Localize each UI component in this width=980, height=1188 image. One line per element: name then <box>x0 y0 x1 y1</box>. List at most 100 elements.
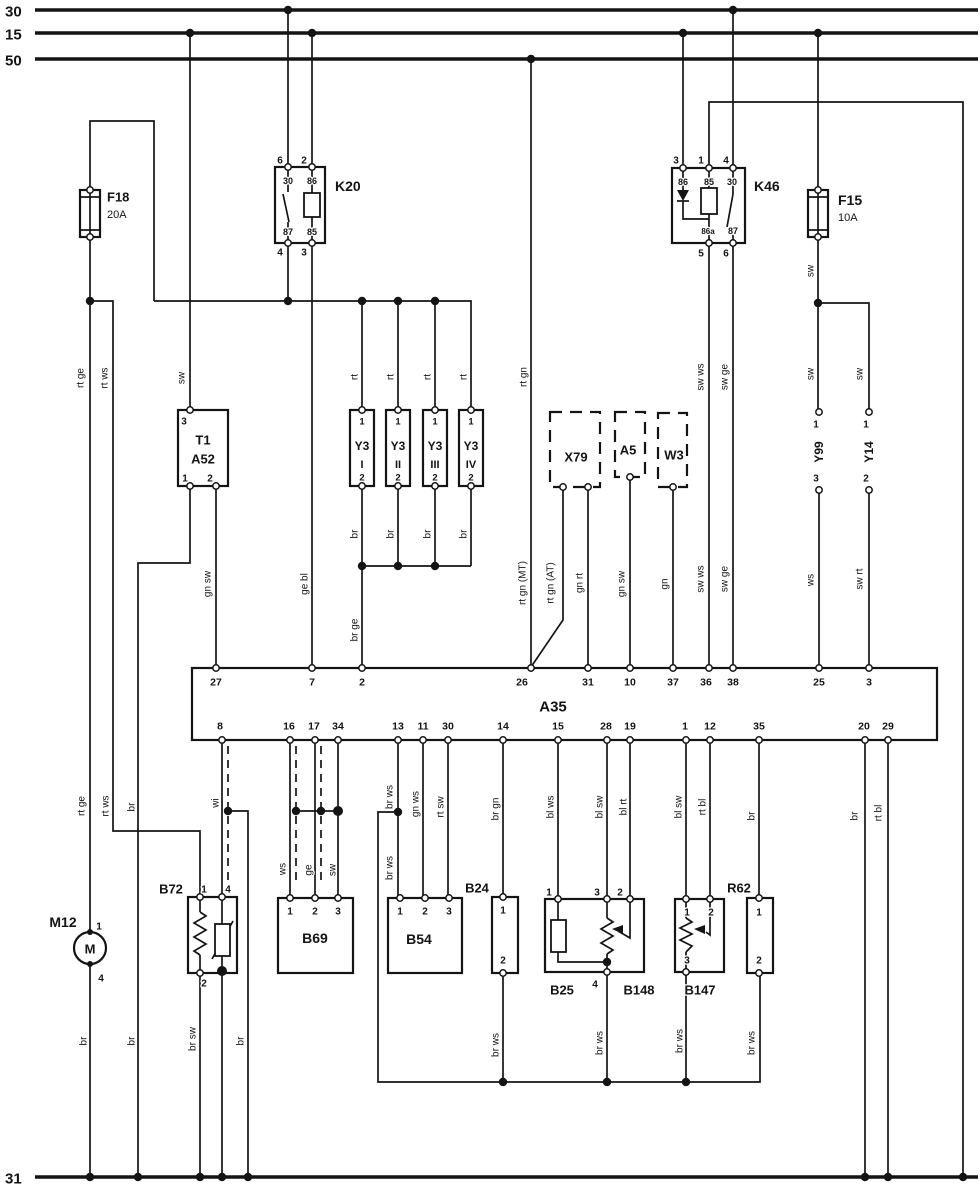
wire-label-br-ws-6: br ws <box>747 1031 758 1055</box>
junction-dot <box>185 28 195 38</box>
pin-connector <box>815 664 823 672</box>
wire-label-br-9: br <box>127 1036 138 1046</box>
comp-label-r62: R62 <box>727 881 751 896</box>
pin-connector <box>755 736 763 744</box>
wire <box>137 486 191 1177</box>
pin-connector <box>394 482 402 490</box>
k20-pin-3: 3 <box>301 248 307 259</box>
wire-label-br-4: br <box>459 529 470 539</box>
b147-pin-2: 2 <box>708 908 714 919</box>
wire <box>228 810 249 1177</box>
a35-pin-26: 26 <box>516 677 528 689</box>
wire <box>530 487 564 668</box>
k20-pin-6: 6 <box>277 156 283 167</box>
k46-pin-1: 1 <box>698 156 704 167</box>
pin-connector <box>603 895 611 903</box>
pin-connector <box>729 239 737 247</box>
pin-connector <box>584 664 592 672</box>
pin-connector <box>394 736 402 744</box>
k20-int-86: 86 <box>307 176 317 186</box>
pin-connector <box>358 664 366 672</box>
wire-label-gn-rt: gn rt <box>575 573 586 593</box>
b147-pin-3: 3 <box>684 956 690 967</box>
wire-label-bl-ws: bl ws <box>546 796 557 819</box>
junction-dots <box>85 5 968 1182</box>
y14-pin-2: 2 <box>863 474 869 485</box>
wire-label-br-ws-4: br ws <box>595 1031 606 1055</box>
wire-label-rt-4: rt <box>459 374 470 380</box>
wire-label-rt-gn: rt gn <box>519 367 530 387</box>
wire-label-br-ws-1: br ws <box>385 785 396 809</box>
pin-connector <box>554 895 562 903</box>
comp-label-y3-3-iii: III <box>430 459 439 471</box>
wire <box>154 300 472 410</box>
pin-connector <box>669 483 677 491</box>
junction-dot <box>498 1077 508 1087</box>
junction-dot <box>283 5 293 15</box>
k46-coil <box>700 187 718 215</box>
k46-int-85: 85 <box>704 177 714 187</box>
pin-connector <box>865 408 873 416</box>
pin-connector <box>394 406 402 414</box>
pin-connector <box>584 483 592 491</box>
a35-pin-38: 38 <box>727 677 739 689</box>
pin-connector <box>186 406 194 414</box>
pin-connector <box>421 894 429 902</box>
wire-label-rt-ge-2: rt ge <box>77 796 88 816</box>
pin-connector <box>308 239 316 247</box>
wire-label-br-ws-5: br ws <box>675 1029 686 1053</box>
b54-pin-2: 2 <box>422 907 428 918</box>
pin-connector <box>815 408 823 416</box>
x79-box <box>548 410 602 489</box>
wire <box>557 952 607 963</box>
pin-connector <box>286 894 294 902</box>
t1-pin-1: 1 <box>182 474 188 485</box>
junction-dot <box>860 1172 870 1182</box>
pin-connector <box>419 736 427 744</box>
junction-dot <box>85 1172 95 1182</box>
junction-dot <box>217 966 227 976</box>
comp-label-b24: B24 <box>465 881 490 896</box>
pin-connector <box>815 486 823 494</box>
junction-dot <box>195 1172 205 1182</box>
pin-connector <box>431 406 439 414</box>
bus-label-31: 31 <box>5 1170 22 1187</box>
wire-label-rt-ws-1: rt ws <box>100 367 111 388</box>
pin-connector <box>499 893 507 901</box>
r62-pin-2: 2 <box>756 956 762 967</box>
pin-connectors <box>86 163 892 977</box>
k20-pin-4: 4 <box>277 248 283 259</box>
b72-resistor <box>192 911 208 956</box>
a35-pin-34: 34 <box>332 721 344 733</box>
wire-label-br-gn: br gn <box>491 798 502 821</box>
junction-dot <box>728 5 738 15</box>
b72-sensor-element <box>214 923 231 957</box>
k46-int-30: 30 <box>727 177 737 187</box>
comp-label-x79: X79 <box>564 450 587 465</box>
wire-label-gn-ws: gn ws <box>411 791 422 817</box>
comp-label-y3-2-ii: II <box>395 459 401 471</box>
junction-dot <box>602 1077 612 1087</box>
a35-pin-10: 10 <box>624 677 636 689</box>
pin-connector <box>334 736 342 744</box>
k20-box <box>273 165 327 245</box>
pin-connector <box>431 482 439 490</box>
a35-pin-20: 20 <box>858 721 870 733</box>
a35-pin-25: 25 <box>813 677 825 689</box>
pin-connector <box>603 968 611 976</box>
comp-label-a52: A52 <box>191 452 215 467</box>
wire-label-br-1: br <box>350 529 361 539</box>
pin-connector <box>218 736 226 744</box>
wire-label-br-7: br <box>850 811 861 821</box>
wire-label-rt-bl-1: rt bl <box>698 799 709 816</box>
a35-pin-29: 29 <box>882 721 894 733</box>
junction-dot <box>87 961 93 967</box>
b148-resistor <box>599 917 615 955</box>
wire <box>726 193 734 228</box>
pin-connector <box>499 736 507 744</box>
comp-label-y3-1: Y3 <box>355 439 370 453</box>
y99-pin-1: 1 <box>813 420 819 431</box>
pin-connector <box>729 164 737 172</box>
wire-label-sw-5: sw <box>328 863 339 876</box>
wire-label-sw-3: sw <box>806 367 817 380</box>
